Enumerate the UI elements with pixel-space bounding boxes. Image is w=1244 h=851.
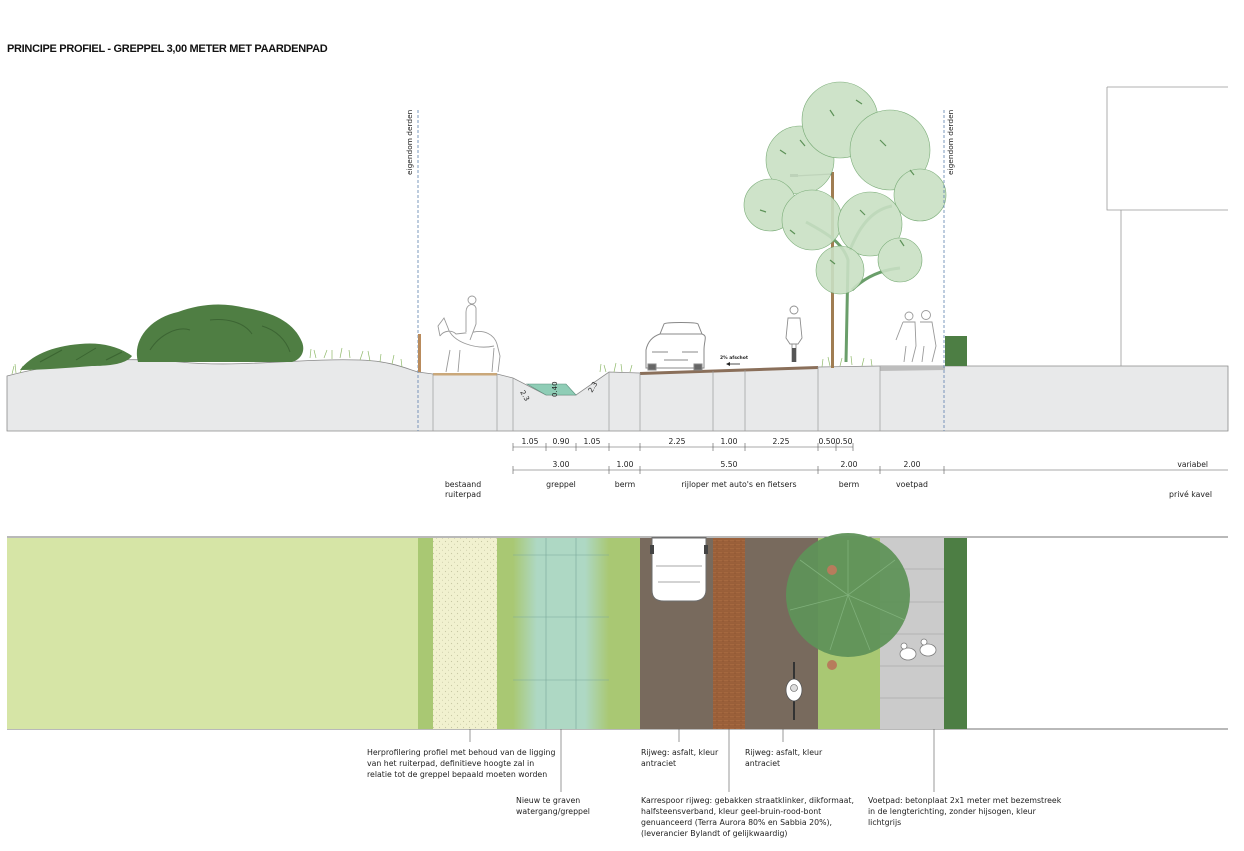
note-voetpad-line-2: in de lengterichting, zonder hijsogen, k… [868, 807, 1037, 816]
zone-label-voetpad: voetpad [896, 480, 928, 489]
zone-label-berm-left: berm [615, 480, 635, 489]
shrub-icon [136, 304, 304, 362]
plan-car-icon [650, 537, 708, 602]
note-herprofilering-line-1: Herprofilering profiel met behoud van de… [367, 748, 555, 757]
dim-2-25-right: 2.25 [773, 437, 790, 446]
dim-1-05-right: 1.05 [584, 437, 601, 446]
zone-label-greppel: greppel [546, 480, 576, 489]
plan-pedestrians-icon [899, 638, 937, 661]
section-view: 2.3 2.3 0.40 2% afschot eigendom derden [6, 81, 1229, 432]
pedestrians-icon [895, 310, 937, 363]
plan-berm-left [609, 538, 640, 729]
car-icon [645, 322, 706, 371]
road-slope-label: 2% afschot [720, 355, 749, 361]
zone-label-kavel: privé kavel [1169, 490, 1212, 499]
plan-brick-strip [713, 538, 745, 729]
property-label-left: eigendom derden [405, 109, 414, 175]
dimension-lines [512, 443, 1228, 474]
dim-1-00: 1.00 [721, 437, 738, 446]
note-karrespoor: Karrespoor rijweg: gebakken straatklinke… [641, 796, 854, 838]
footpath-surface-section [880, 366, 945, 371]
hedge-icon [945, 336, 967, 366]
note-rijweg-right-line-2: antraciet [745, 759, 780, 768]
road-surface-section [640, 366, 818, 375]
ditch-water [525, 383, 577, 396]
leader-lines [469, 729, 935, 792]
zone-labels: bestaand ruiterpad greppel berm rijloper… [445, 480, 1212, 499]
building-outline [1106, 86, 1228, 366]
drawing-title: PRINCIPE PROFIEL - GREPPEL 3,00 METER ME… [7, 43, 328, 55]
dim-2-00-berm: 2.00 [841, 460, 858, 469]
plan-verge-ditch-left [497, 538, 513, 729]
note-herprofilering-line-2: van het ruiterpad, definitieve hoogte za… [367, 759, 534, 768]
zone-label-rijloper: rijloper met auto's en fietsers [681, 480, 796, 489]
dim-3-00: 3.00 [553, 460, 570, 469]
plan-cyclist-icon [785, 662, 803, 720]
road-slope-arrow-icon [726, 362, 740, 366]
plan-ditch [513, 538, 609, 729]
dimension-values-main: 3.00 1.00 5.50 2.00 2.00 variabel [553, 460, 1208, 469]
horse-rider-icon [437, 295, 501, 373]
dim-0-90: 0.90 [553, 437, 570, 446]
note-karrespoor-line-3: genuanceerd (Terra Aurora 80% en Sabbia … [641, 818, 832, 827]
zone-label-ruiterpad-2: ruiterpad [445, 490, 481, 499]
note-karrespoor-line-2: halfsteensverband, kleur geel-bruin-rood… [641, 807, 821, 816]
dim-1-05-left: 1.05 [522, 437, 539, 446]
note-rijweg-right-line-1: Rijweg: asfalt, kleur [745, 748, 823, 757]
dimension-values-top: 1.05 0.90 1.05 2.25 1.00 2.25 0.50 0.50 [522, 437, 853, 446]
low-shrub-icon [20, 343, 132, 370]
dim-5-50: 5.50 [721, 460, 738, 469]
zone-label-ruiterpad-1: bestaand [445, 480, 481, 489]
ground-section [6, 359, 1229, 432]
note-rijweg-left-line-1: Rijweg: asfalt, kleur [641, 748, 719, 757]
note-rijweg-left: Rijweg: asfalt, kleur antraciet [641, 748, 719, 768]
plan-view [7, 533, 1228, 730]
cyclist-icon [785, 305, 803, 362]
note-rijweg-left-line-2: antraciet [641, 759, 676, 768]
note-watergang: Nieuw te graven watergang/greppel [516, 796, 590, 816]
plan-hedge [944, 538, 967, 729]
ditch-depth-label: 0.40 [551, 381, 559, 397]
dim-1-00-berm: 1.00 [617, 460, 634, 469]
tree-icon [743, 81, 947, 363]
property-label-right: eigendom derden [946, 109, 955, 175]
plan-tree-canopy-icon [786, 533, 910, 670]
note-karrespoor-line-1: Karrespoor rijweg: gebakken straatklinke… [641, 796, 854, 805]
note-watergang-line-1: Nieuw te graven [516, 796, 580, 805]
plan-grass-field [7, 538, 418, 729]
note-voetpad: Voetpad: betonplaat 2x1 meter met bezems… [868, 796, 1062, 827]
zone-label-berm-right: berm [839, 480, 859, 489]
dim-0-50-right: 0.50 [836, 437, 853, 446]
ruiterpad-section [433, 373, 497, 376]
note-herprofilering-line-3: relatie tot de greppel bepaald moeten wo… [367, 770, 547, 779]
plan-verge-left [418, 538, 433, 729]
fence-post-icon [418, 334, 421, 372]
dim-2-00-voetpad: 2.00 [904, 460, 921, 469]
note-voetpad-line-3: lichtgrijs [868, 818, 901, 827]
dim-variabel: variabel [1177, 460, 1208, 469]
note-karrespoor-line-4: (leverancier Bylandt of gelijkwaardig) [641, 829, 787, 838]
note-herprofilering: Herprofilering profiel met behoud van de… [367, 748, 555, 779]
dim-2-25-left: 2.25 [669, 437, 686, 446]
note-voetpad-line-1: Voetpad: betonplaat 2x1 meter met bezems… [868, 796, 1062, 805]
note-rijweg-right: Rijweg: asfalt, kleur antraciet [745, 748, 823, 768]
dim-0-50-left: 0.50 [819, 437, 836, 446]
note-watergang-line-2: watergang/greppel [516, 807, 590, 816]
